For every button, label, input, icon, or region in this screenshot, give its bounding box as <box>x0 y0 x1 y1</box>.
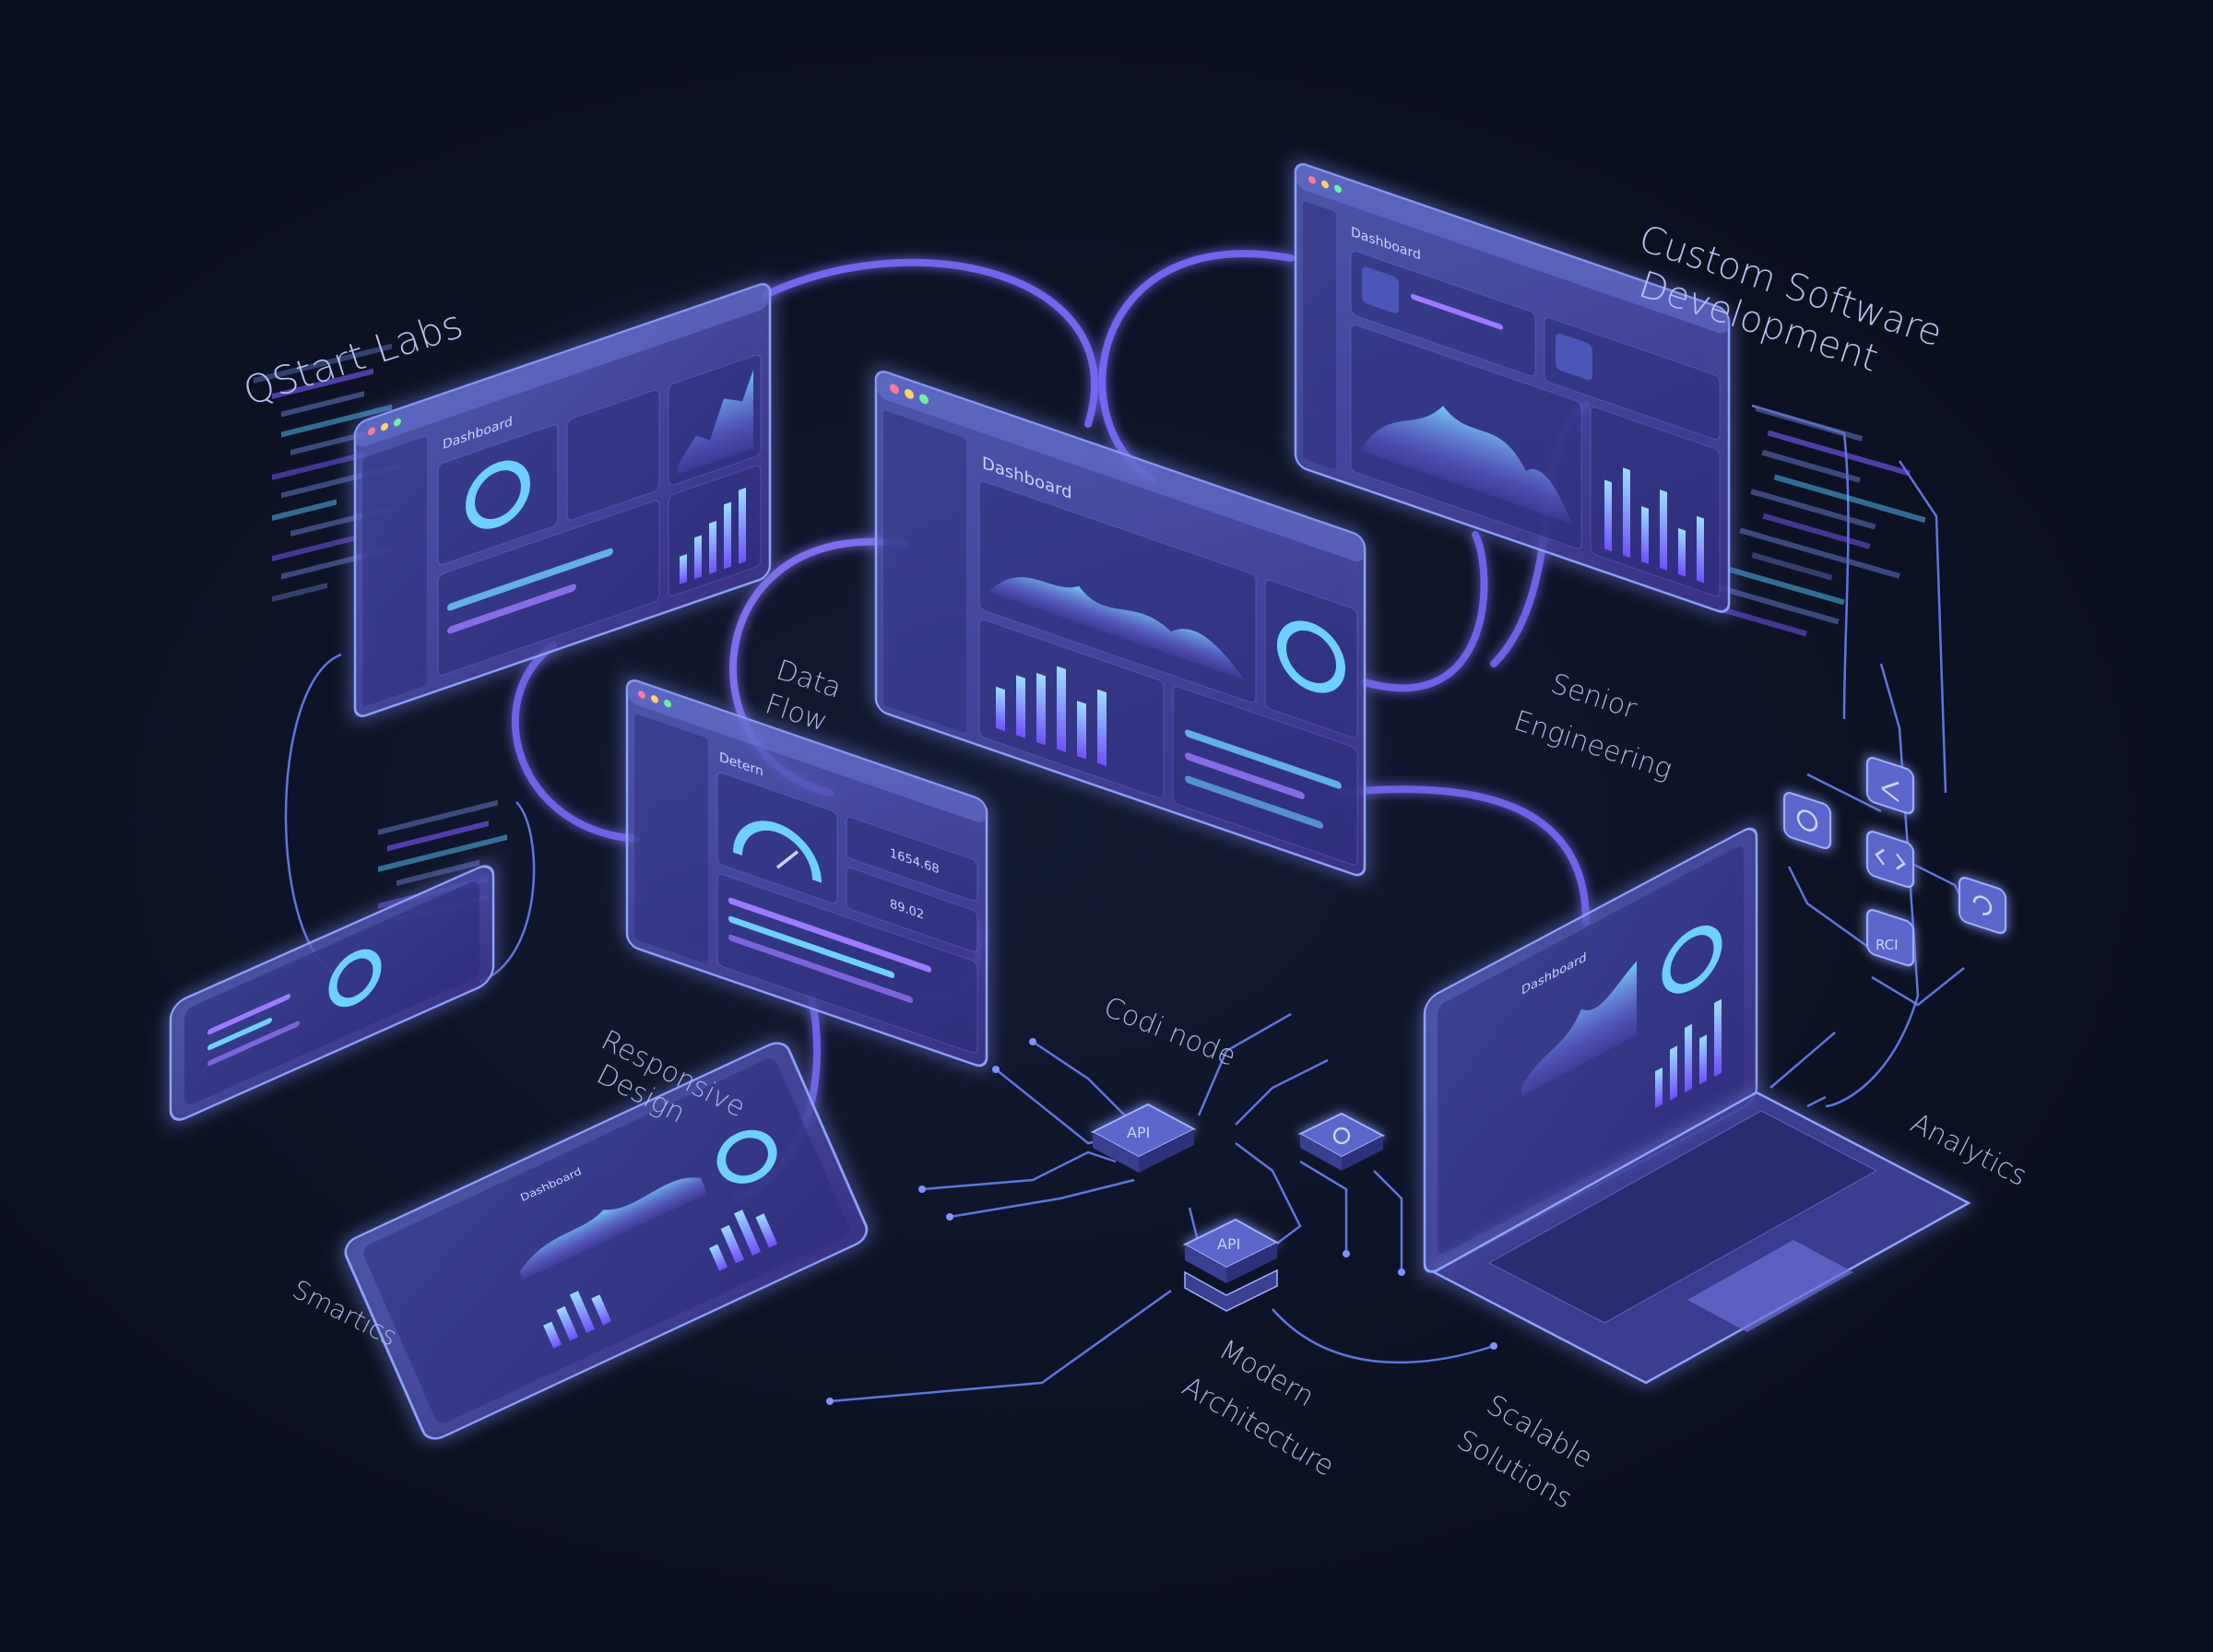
refresh-icon <box>1972 895 1993 915</box>
code-icon <box>1875 848 1906 870</box>
data-flow-tubes <box>511 250 1590 1202</box>
api-node-2: API <box>1182 1218 1280 1312</box>
dashboard-panel-top-right: Dashboard <box>1294 163 1731 613</box>
circuit-lines <box>284 404 1975 1403</box>
circuit-dots <box>826 1038 1497 1405</box>
api-node-1: API <box>1090 1103 1197 1173</box>
api-label-2: API <box>1217 1235 1240 1253</box>
code-snippet-right <box>1704 406 1926 637</box>
rest-chip-label: RCI <box>1876 937 1899 953</box>
laptop-device: Dashboard <box>1423 827 1971 1385</box>
phone-device <box>169 865 495 1121</box>
settings-icon <box>1796 809 1818 832</box>
dashboard-panel-detail: Detern 1654.68 89.02 <box>625 679 988 1068</box>
tablet-device: Dashboard <box>344 1042 869 1440</box>
code-node-label: Codi node <box>1099 991 1240 1073</box>
dashboard-panel-top-left: Dashboard <box>353 283 772 717</box>
gear-icon <box>1332 1127 1351 1145</box>
chip-cluster-right: RCI <box>1783 757 2006 967</box>
gear-chip <box>1297 1112 1386 1171</box>
senior-engineering-line2: Engineering <box>1510 704 1676 785</box>
dashboard-panel-main: Dashboard <box>874 371 1367 877</box>
share-icon <box>1881 781 1899 803</box>
api-label-1: API <box>1127 1124 1150 1141</box>
